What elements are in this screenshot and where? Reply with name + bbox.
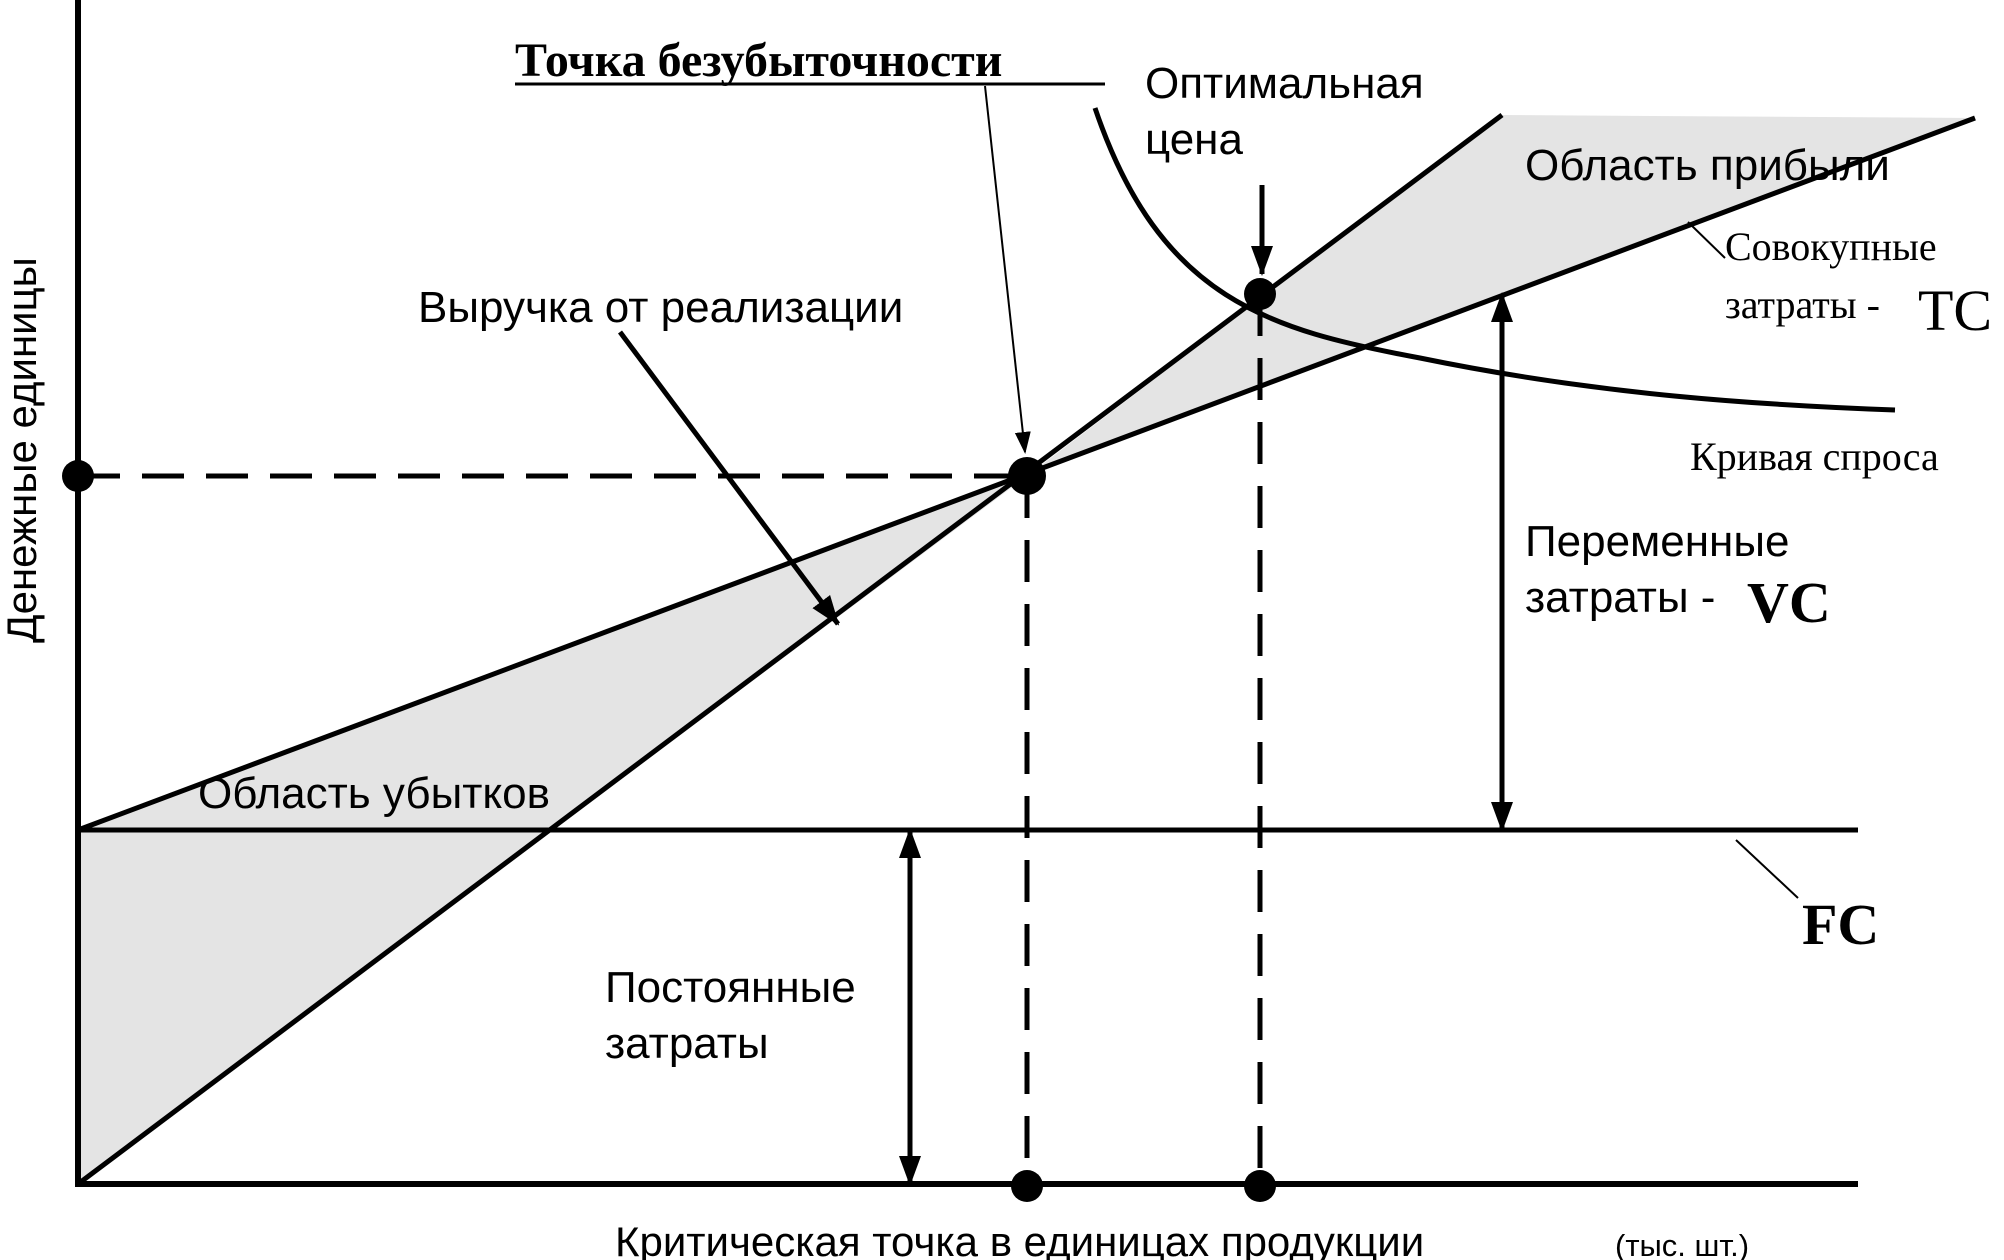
- total-costs-label-line1: Совокупные: [1725, 224, 1937, 269]
- variable-costs-label-line1: Переменные: [1525, 517, 1789, 566]
- fc-leader-line: [1735, 839, 1799, 899]
- optimal-price-label-line2: цена: [1145, 115, 1243, 164]
- optimal-price-label-line1: Оптимальная: [1145, 59, 1424, 108]
- breakeven-x-dot: [1011, 1170, 1043, 1202]
- total-costs-label-line2: затраты -: [1725, 282, 1880, 327]
- fixed-costs-label-line2: затраты: [605, 1019, 769, 1068]
- fixed-costs-label-line1: Постоянные: [605, 963, 856, 1012]
- tc-leader-line: [1687, 221, 1726, 259]
- profit-area-label: Область прибыли: [1525, 141, 1890, 190]
- breakeven-y-dot: [62, 460, 94, 492]
- y-axis-label: Денежные единицы: [0, 257, 45, 643]
- demand-curve-label: Кривая спроса: [1690, 434, 1939, 479]
- x-axis-label: Критическая точка в единицах продукции: [615, 1218, 1424, 1260]
- variable-costs-symbol: VC: [1747, 570, 1831, 635]
- loss-area-label: Область убытков: [198, 769, 550, 818]
- variable-costs-label-line2: затраты -: [1525, 573, 1715, 622]
- optimal-x-dot: [1244, 1170, 1276, 1202]
- revenue-arrow: [617, 330, 841, 626]
- fixed-costs-symbol: FC: [1802, 892, 1879, 957]
- revenue-line: [76, 113, 1504, 1186]
- total-costs-symbol: TC: [1918, 278, 1992, 343]
- demand-curve: [1092, 107, 1896, 413]
- revenue-label: Выручка от реализации: [418, 283, 903, 332]
- breakeven-point-dot: [1008, 457, 1046, 495]
- optimal-price-dot: [1244, 278, 1276, 310]
- x-axis-unit: (тыс. шт.): [1615, 1228, 1749, 1260]
- breakeven-point-label: Точка безубыточности: [515, 34, 1002, 87]
- breakeven-arrow: [984, 85, 1031, 454]
